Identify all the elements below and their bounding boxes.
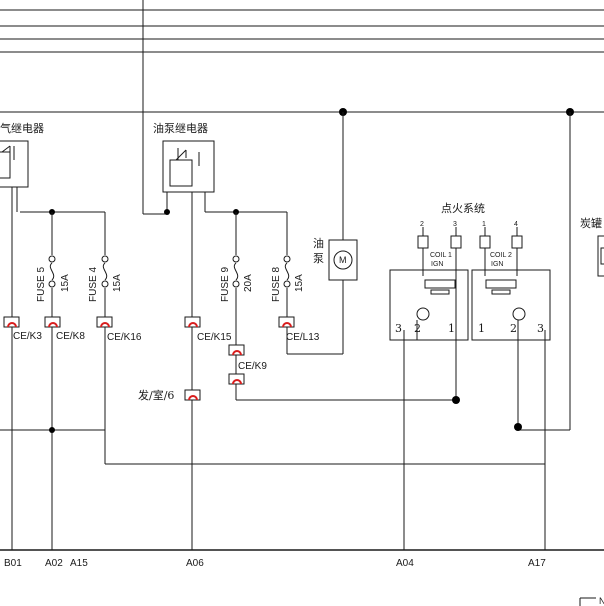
engine-room-label: 发/室/6 [138, 388, 174, 402]
connector-k9-label: CE/K9 [238, 361, 267, 372]
pin-a15: A15 [70, 558, 88, 569]
fuse-4-label: FUSE 4 [88, 267, 99, 302]
fuse-8-rating: 15A [294, 274, 305, 292]
coil2-base-right: 3 [537, 322, 544, 335]
connector-engine-room-marker [184, 389, 201, 401]
right-relay: 炭罐 [580, 217, 604, 277]
connector-k3-label: CE/K3 [13, 331, 42, 342]
coil1-base-left: 3 [395, 322, 402, 335]
ignition-system: 点火系统 2 3 COIL 1 IGN 3 2 1 [389, 108, 574, 550]
connector-l13-label: CE/L13 [286, 332, 320, 343]
left-relay: 气继电器 [0, 121, 105, 550]
fuse-8-label: FUSE 8 [271, 267, 282, 302]
pin-a04: A04 [396, 558, 414, 569]
coil2-name: COIL 2 [490, 252, 512, 259]
coil2-base-left: 1 [478, 322, 485, 335]
coil1-pin-b: 3 [453, 221, 457, 228]
pin-a02: A02 [45, 558, 63, 569]
pin-a17: A17 [528, 558, 546, 569]
fuel-pump: M 油 泵 [313, 108, 358, 354]
fuse-4-rating: 15A [112, 274, 123, 292]
connector-k15-label: CE/K15 [197, 332, 232, 343]
coil2-pin-b: 4 [514, 221, 518, 228]
coil-2: 1 4 COIL 2 IGN 1 2 3 [471, 221, 551, 550]
connector-k16-label: CE/K16 [107, 332, 142, 343]
coil1-pin-a: 2 [420, 221, 424, 228]
pin-b01: B01 [4, 558, 22, 569]
connector-k16-marker [96, 316, 113, 328]
fuel-pump-relay: 油泵继电器 [143, 121, 287, 550]
fuse-5-rating: 15A [60, 274, 71, 292]
left-fuse-branches [48, 209, 545, 550]
connector-k9-marker-upper [228, 344, 245, 356]
coil-1: 2 3 COIL 1 IGN 3 2 1 [389, 221, 469, 550]
corner-label: N [599, 596, 604, 606]
connector-k15-marker [184, 316, 201, 328]
ignition-title: 点火系统 [441, 202, 485, 215]
pin-labels: B01 A02 A15 A06 A04 A17 [4, 558, 546, 569]
fuel-pump-label-2: 泵 [313, 252, 324, 265]
coil1-base-right: 1 [448, 322, 455, 335]
connector-k3-marker [3, 316, 20, 328]
coil1-base-mid: 2 [414, 322, 421, 335]
fuse-labels: FUSE 5 15A FUSE 4 15A FUSE 9 20A FUSE 8 … [36, 267, 305, 302]
motor-symbol: M [339, 255, 347, 265]
coil1-name: COIL 1 [430, 252, 452, 259]
coil2-sub: IGN [491, 261, 503, 268]
pin-a06: A06 [186, 558, 204, 569]
coil2-base-mid: 2 [510, 322, 517, 335]
fuse-9-rating: 20A [243, 274, 254, 292]
connector-k8-marker [44, 316, 61, 328]
fuse-9-label: FUSE 9 [220, 267, 231, 302]
right-relay-label: 炭罐 [580, 217, 602, 230]
fuel-pump-relay-label: 油泵继电器 [153, 121, 208, 135]
connector-k8-label: CE/K8 [56, 331, 85, 342]
connector-l13-marker [278, 316, 295, 328]
coil2-pin-a: 1 [482, 221, 486, 228]
fuel-pump-label-1: 油 [313, 236, 324, 250]
corner-fragment: N [579, 596, 604, 606]
coil1-sub: IGN [431, 261, 443, 268]
top-bus-lines [0, 0, 604, 551]
left-relay-label: 气继电器 [0, 121, 44, 135]
fuse-5-label: FUSE 5 [36, 267, 47, 302]
connectors: CE/K3 CE/K8 CE/K16 CE/K15 CE/L13 CE/K9 发… [3, 316, 320, 402]
connector-k9-marker-lower [228, 373, 245, 385]
